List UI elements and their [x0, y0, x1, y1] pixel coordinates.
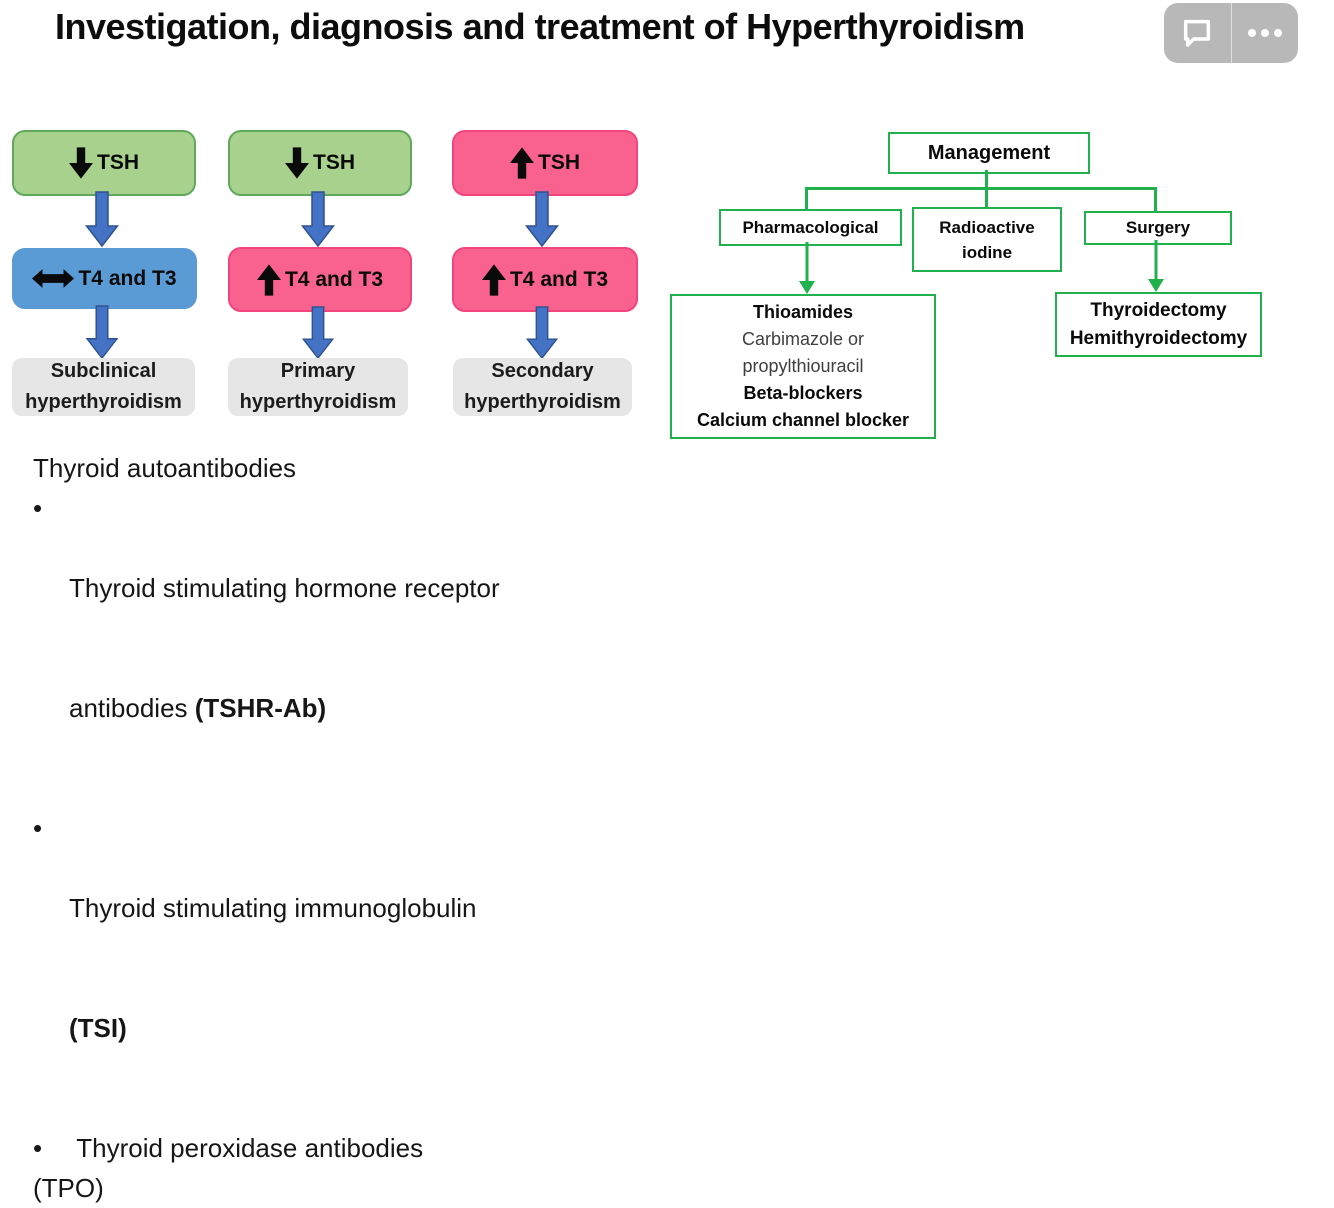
- connector-arrow-icon: [525, 191, 559, 248]
- surgery-label: Surgery: [1125, 218, 1191, 237]
- bullet-icon: •: [33, 493, 43, 523]
- tree-drop-line-middle: [985, 187, 988, 209]
- t4t3-box-secondary: T4 and T3: [452, 247, 638, 312]
- t4t3-box-primary: T4 and T3: [228, 247, 412, 312]
- hemithyroidectomy-line: Hemithyroidectomy: [1069, 327, 1248, 349]
- t4t3-label: T4 and T3: [509, 267, 609, 291]
- up-block-arrow-icon: [510, 147, 534, 179]
- antibodies-section: Thyroid autoantibodies • Thyroid stimula…: [33, 448, 633, 1208]
- diagnosis-box-secondary: Secondary hyperthyroidism: [453, 358, 632, 416]
- bullet1-line1: Thyroid stimulating hormone receptor: [69, 573, 500, 603]
- connector-arrow-icon: [301, 191, 335, 248]
- t4t3-label: T4 and T3: [78, 266, 177, 290]
- up-block-arrow-icon: [481, 263, 506, 296]
- antibodies-heading: Thyroid autoantibodies: [33, 453, 297, 483]
- management-root-box: Management: [888, 132, 1090, 174]
- bullet2-line2-bold: (TSI): [69, 1013, 127, 1043]
- diagnosis-line2: hyperthyroidism: [239, 391, 397, 413]
- tsh-box-subclinical: TSH: [12, 130, 196, 196]
- bullet1-line2-regular: antibodies: [69, 693, 195, 723]
- propylthiouracil-line: propylthiouracil: [742, 356, 864, 376]
- bullet-text: Thyroid stimulating hormone receptor ant…: [69, 488, 500, 808]
- bullet2-line1: Thyroid stimulating immunoglobulin: [69, 893, 477, 923]
- tsh-box-secondary: TSH: [452, 130, 638, 196]
- connector-arrow-icon: [85, 305, 119, 360]
- bullet1-line2: antibodies (TSHR-Ab): [69, 688, 500, 728]
- down-block-arrow-icon: [285, 147, 309, 179]
- list-item: • Thyroid stimulating hormone receptor a…: [33, 488, 633, 808]
- beta-blockers-line: Beta-blockers: [743, 383, 863, 403]
- diagnosis-line1: Subclinical: [50, 360, 157, 382]
- thioamides-title: Thioamides: [752, 302, 854, 322]
- bullet3-line1: Thyroid peroxidase antibodies: [69, 1133, 424, 1163]
- tree-horizontal-line: [805, 187, 1157, 190]
- list-item: • Thyroid stimulating immunoglobulin (TS…: [33, 808, 633, 1128]
- up-block-arrow-icon: [256, 263, 281, 296]
- speech-bubble-icon: [1181, 19, 1213, 47]
- bullet1-line2-bold: (TSHR-Ab): [194, 693, 327, 723]
- thioamides-detail-box: Thioamides Carbimazole or propylthiourac…: [670, 294, 936, 439]
- management-label: Management: [927, 141, 1051, 164]
- antibodies-footnote: (TPO): [33, 1173, 104, 1203]
- tsh-box-primary: TSH: [228, 130, 412, 196]
- down-block-arrow-icon: [69, 147, 93, 179]
- diagnosis-line1: Secondary: [491, 360, 594, 382]
- more-options-button[interactable]: [1232, 3, 1299, 63]
- t4t3-label: T4 and T3: [284, 267, 384, 291]
- thyroidectomy-line: Thyroidectomy: [1090, 299, 1227, 321]
- comment-overlay-button[interactable]: [1164, 3, 1231, 63]
- t4t3-box-subclinical: T4 and T3: [12, 248, 197, 309]
- list-item: • Thyroid peroxidase antibodies: [33, 1128, 633, 1168]
- carbimazole-line: Carbimazole or: [741, 329, 865, 349]
- pharmacological-box: Pharmacological: [719, 209, 902, 246]
- player-controls: [1164, 3, 1298, 63]
- tree-drop-line-right: [1154, 187, 1157, 213]
- connector-arrow-icon: [525, 306, 559, 360]
- overlay-divider: [1230, 3, 1232, 63]
- diagnosis-line2: hyperthyroidism: [25, 391, 182, 413]
- diagnosis-box-primary: Primary hyperthyroidism: [228, 358, 408, 416]
- calcium-channel-blocker-line: Calcium channel blocker: [696, 410, 910, 430]
- tsh-label: TSH: [538, 151, 580, 174]
- diagnosis-line1: Primary: [280, 360, 356, 382]
- surgery-box: Surgery: [1084, 211, 1232, 245]
- tsh-label: TSH: [313, 151, 355, 174]
- green-arrow-icon: [1148, 240, 1164, 292]
- diagnosis-box-subclinical: Subclinical hyperthyroidism: [12, 358, 195, 416]
- ellipsis-icon: [1247, 29, 1282, 37]
- left-right-block-arrow-icon: [32, 269, 75, 288]
- radioactive-iodine-label: Radioactive iodine: [939, 217, 1035, 262]
- page-title: Investigation, diagnosis and treatment o…: [55, 6, 1025, 47]
- pharmacological-label: Pharmacological: [742, 217, 879, 237]
- bullet-text: Thyroid stimulating immunoglobulin (TSI): [69, 808, 477, 1128]
- tree-stem-line: [985, 170, 988, 189]
- connector-arrow-icon: [85, 191, 119, 248]
- diagnosis-line2: hyperthyroidism: [464, 391, 621, 413]
- tsh-label: TSH: [97, 151, 139, 174]
- green-arrow-icon: [799, 242, 815, 294]
- tree-drop-line-left: [805, 187, 808, 211]
- radioactive-iodine-box: Radioactive iodine: [912, 207, 1062, 272]
- thyroidectomy-detail-box: Thyroidectomy Hemithyroidectomy: [1055, 292, 1262, 357]
- connector-arrow-icon: [301, 306, 335, 360]
- bullet-icon: •: [33, 813, 43, 843]
- bullet-icon: •: [33, 1133, 43, 1163]
